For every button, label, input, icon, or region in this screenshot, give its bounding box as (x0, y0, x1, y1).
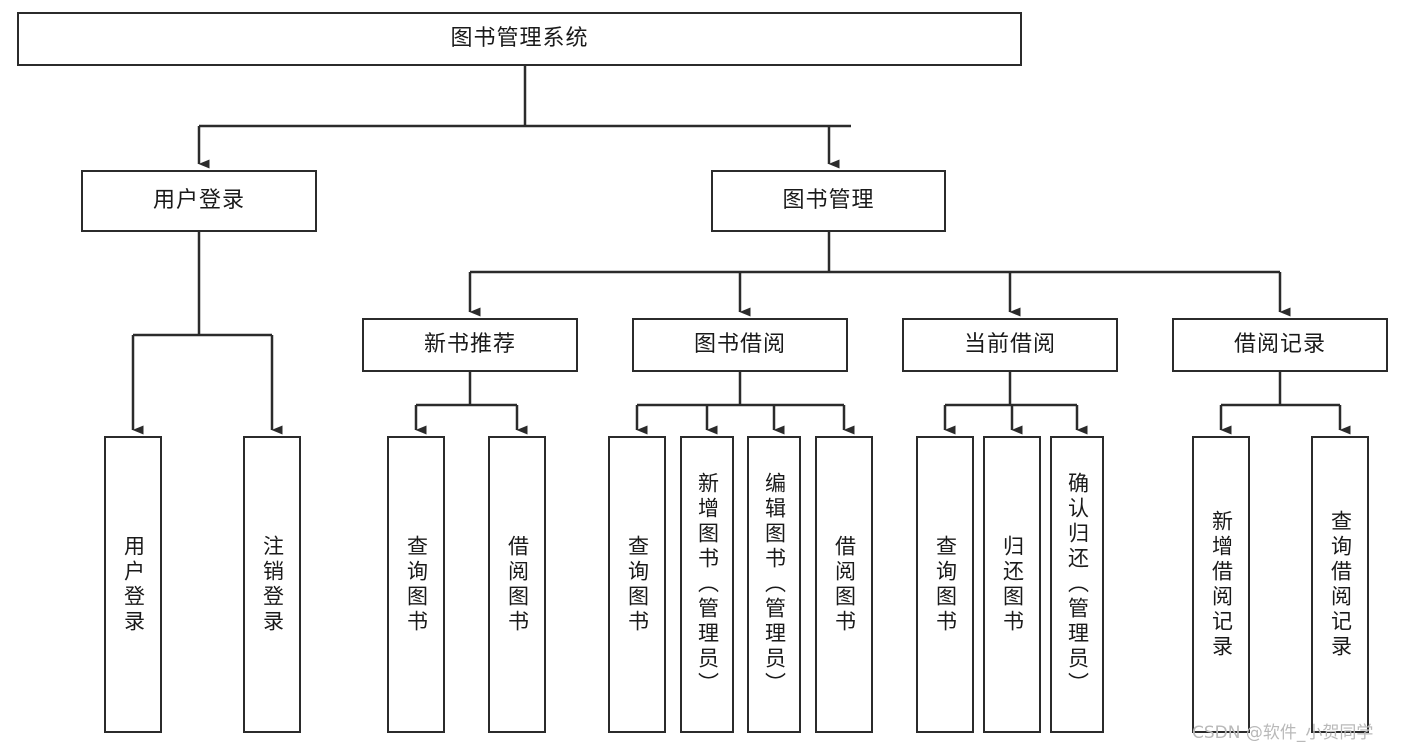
node-label: 查询图书 (404, 534, 429, 635)
node-label: 确认归还（管理员） (1065, 472, 1090, 697)
leaf-return-book[interactable]: 归还图书 (983, 436, 1041, 733)
node-label: 当前借阅 (963, 331, 1056, 357)
edges-userlogin-to-leaves (131, 232, 283, 435)
csdn-watermark: CSDN @软件_小贺同学 (1192, 723, 1374, 743)
leaf-borrow-book-recommend[interactable]: 借阅图书 (488, 436, 546, 733)
leaf-confirm-return-admin[interactable]: 确认归还（管理员） (1050, 436, 1104, 733)
node-label: 图书管理系统 (450, 25, 589, 51)
node-new-book-recommend[interactable]: 新书推荐 (362, 318, 578, 372)
node-label: 新书推荐 (423, 331, 516, 357)
leaf-query-book-borrow[interactable]: 查询图书 (608, 436, 666, 733)
node-label: 查询借阅记录 (1328, 509, 1353, 660)
node-label: 图书借阅 (693, 331, 786, 357)
node-label: 查询图书 (933, 534, 958, 635)
node-label: 借阅记录 (1233, 331, 1326, 357)
node-label: 用户登录 (121, 534, 146, 635)
edges-currentborrow-to-leaves (943, 372, 1088, 435)
leaf-edit-book-admin[interactable]: 编辑图书（管理员） (747, 436, 801, 733)
node-borrow-record[interactable]: 借阅记录 (1172, 318, 1388, 372)
node-label: 借阅图书 (505, 534, 530, 635)
leaf-query-book-recommend[interactable]: 查询图书 (387, 436, 445, 733)
edges-bookmanage-to-level3 (468, 232, 1291, 317)
node-book-borrow[interactable]: 图书借阅 (632, 318, 848, 372)
node-label: 借阅图书 (832, 534, 857, 635)
edges-newbook-to-leaves (414, 372, 528, 435)
node-root-system[interactable]: 图书管理系统 (17, 12, 1022, 66)
leaf-borrow-book[interactable]: 借阅图书 (815, 436, 873, 733)
leaf-user-logout[interactable]: 注销登录 (243, 436, 301, 733)
node-book-manage[interactable]: 图书管理 (711, 170, 946, 232)
node-label: 归还图书 (1000, 534, 1025, 635)
node-label: 新增借阅记录 (1209, 509, 1234, 660)
node-label: 新增图书（管理员） (695, 472, 720, 697)
node-label: 编辑图书（管理员） (762, 472, 787, 697)
edges-bookborrow-to-leaves (635, 372, 855, 435)
node-current-borrow[interactable]: 当前借阅 (902, 318, 1118, 372)
leaf-query-book-current[interactable]: 查询图书 (916, 436, 974, 733)
leaf-add-borrow-record[interactable]: 新增借阅记录 (1192, 436, 1250, 733)
leaf-user-login[interactable]: 用户登录 (104, 436, 162, 733)
edges-root-to-level2 (197, 66, 851, 169)
edges-borrowrecord-to-leaves (1219, 372, 1351, 435)
leaf-add-book-admin[interactable]: 新增图书（管理员） (680, 436, 734, 733)
node-user-login[interactable]: 用户登录 (81, 170, 317, 232)
node-label: 注销登录 (260, 534, 285, 635)
node-label: 图书管理 (782, 187, 875, 213)
node-label: 查询图书 (625, 534, 650, 635)
node-label: 用户登录 (152, 187, 245, 213)
leaf-query-borrow-record[interactable]: 查询借阅记录 (1311, 436, 1369, 733)
